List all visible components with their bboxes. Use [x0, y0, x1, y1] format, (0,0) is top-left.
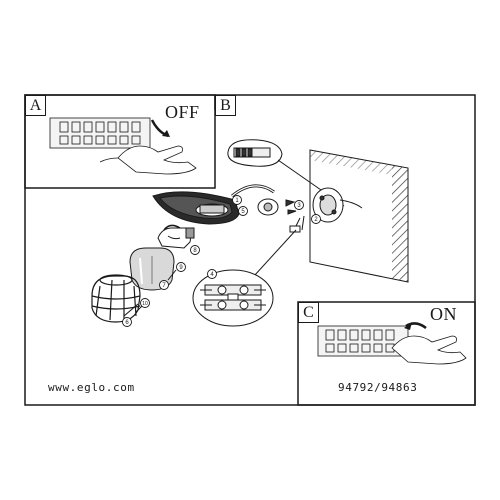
step-number-5: 5	[241, 209, 245, 215]
breaker-switches-c	[325, 329, 395, 353]
step-number-1: 1	[235, 198, 239, 204]
step-marker-9	[176, 262, 186, 272]
step-numbers: 1 2 3 4 5 6 7 8 9 10	[125, 198, 318, 326]
connection-wires	[289, 215, 305, 233]
panel-c-breaker-illustration	[317, 325, 467, 365]
step-marker-6	[122, 317, 132, 327]
step-number-2: 2	[314, 217, 318, 223]
cage-guard	[91, 274, 141, 323]
step-marker-2	[311, 214, 321, 224]
panel-a-breaker-illustration	[49, 117, 197, 175]
wall-illustration	[309, 149, 409, 283]
step-number-7: 7	[162, 283, 166, 289]
hand-icon	[117, 145, 197, 175]
light-bulb	[157, 227, 195, 249]
step-marker-10	[140, 298, 150, 308]
step-number-4: 4	[210, 272, 214, 278]
panel-c-frame	[297, 301, 476, 406]
step-marker-7	[159, 280, 169, 290]
step-number-3: 3	[297, 203, 301, 209]
glass-shade	[129, 247, 175, 291]
step-marker-5	[238, 206, 248, 216]
breaker-switches-a	[59, 121, 141, 145]
website-url: www.eglo.com	[48, 381, 135, 394]
panel-a-letter: A	[25, 95, 46, 116]
step-marker-4	[207, 269, 217, 279]
lamp-fixture	[152, 184, 279, 225]
step-marker-3	[294, 200, 304, 210]
outer-frame	[24, 94, 476, 406]
step-number-8: 8	[193, 248, 197, 254]
panel-b-letter: B	[215, 95, 236, 116]
step-marker-1	[232, 195, 242, 205]
panel-a-frame	[24, 94, 216, 189]
step-marker-8	[190, 245, 200, 255]
panel-c-letter: C	[298, 302, 319, 323]
hand-icon-c	[391, 335, 467, 365]
on-label: ON	[430, 304, 457, 324]
step-number-9: 9	[179, 265, 183, 271]
mounting-plate	[312, 187, 363, 223]
model-numbers: 94792/94863	[338, 381, 418, 394]
terminal-block-callout	[192, 229, 297, 327]
screw-parts	[285, 199, 297, 215]
rotate-arrow-icon	[163, 224, 181, 231]
step-number-6: 6	[125, 320, 129, 326]
on-arrow-icon	[405, 322, 427, 330]
step-markers	[122, 195, 321, 327]
off-label: OFF	[165, 102, 200, 122]
step-number-10: 10	[142, 301, 148, 307]
